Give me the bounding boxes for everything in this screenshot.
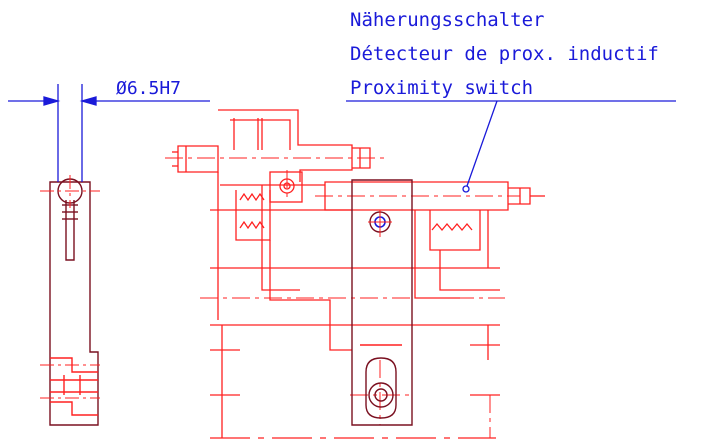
- switch-holder-bar: [351, 179, 413, 426]
- left-part-view: [49, 178, 99, 426]
- bore-dimension: [8, 84, 210, 182]
- bore-dimension-label: Ø6.5H7: [116, 78, 181, 99]
- arrow-left-icon: [43, 96, 61, 106]
- screw-target-icon: [368, 210, 392, 234]
- label-french: Détecteur de prox. inductif: [350, 43, 659, 65]
- assembly-view: [172, 109, 545, 439]
- left-part-centerlines: [40, 175, 100, 399]
- label-german: Näherungsschalter: [350, 9, 544, 31]
- proximity-switch-leader: [346, 100, 676, 193]
- arrow-right-icon: [79, 96, 97, 106]
- label-english: Proximity switch: [350, 77, 533, 99]
